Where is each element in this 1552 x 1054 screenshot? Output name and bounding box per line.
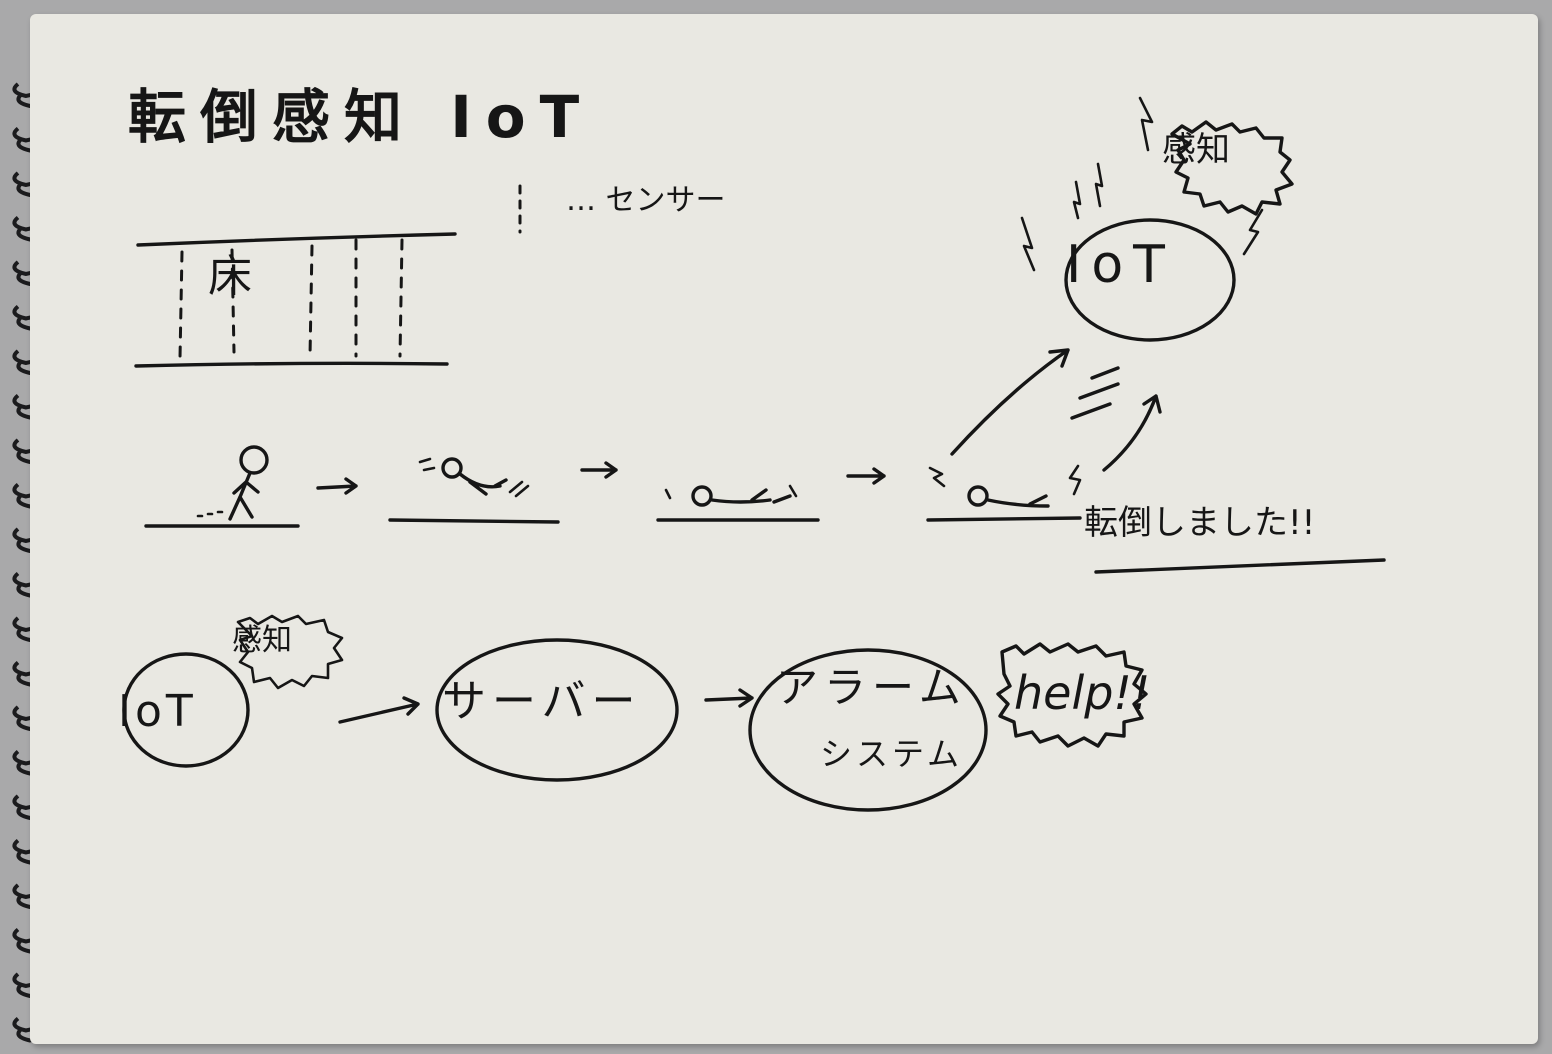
lightning-icon bbox=[1020, 216, 1036, 272]
iot-node-label: IoT bbox=[118, 686, 197, 737]
detection-burst-label: 感知 bbox=[1162, 130, 1230, 170]
motion-mark bbox=[418, 457, 530, 498]
iot-node-bubble bbox=[122, 652, 250, 768]
person-head bbox=[239, 445, 269, 475]
slip-mark bbox=[196, 510, 224, 518]
binding-ring bbox=[12, 660, 63, 687]
person-body bbox=[458, 472, 508, 496]
impact-mark bbox=[664, 484, 798, 500]
fall-detected-message: 転倒しました!! bbox=[1084, 503, 1316, 543]
floor-top-line bbox=[136, 232, 457, 247]
binding-ring bbox=[12, 705, 63, 732]
server-node-bubble bbox=[435, 638, 679, 782]
binding-ring bbox=[12, 438, 63, 465]
floor-bottom-line bbox=[134, 361, 449, 368]
person-head bbox=[441, 457, 463, 479]
binding-ring bbox=[12, 616, 63, 643]
sensor-legend-label: … センサー bbox=[566, 183, 726, 218]
binding-ring bbox=[12, 749, 63, 776]
binding-ring bbox=[12, 304, 63, 331]
floor-label: 床 bbox=[208, 251, 252, 302]
lightning-icon bbox=[1072, 162, 1104, 220]
binding-ring bbox=[12, 794, 63, 821]
sketch-drawing bbox=[122, 96, 1386, 812]
help-label: help!! bbox=[1014, 666, 1151, 720]
signal-arrow bbox=[950, 348, 1070, 456]
person-body bbox=[710, 488, 792, 504]
binding-ring bbox=[12, 838, 63, 865]
person-body bbox=[228, 471, 260, 521]
person-body bbox=[986, 494, 1050, 508]
detection-burst bbox=[1170, 120, 1294, 216]
sensor-line bbox=[398, 238, 404, 358]
binding-ring bbox=[12, 82, 63, 109]
sketch-paper: 転倒感知 IoT … センサー 床 IoT 感知 転倒しました!! IoT 感知… bbox=[30, 14, 1538, 1044]
sensor-line bbox=[178, 250, 184, 360]
flow-arrow bbox=[338, 696, 420, 724]
binding-ring bbox=[12, 571, 63, 598]
alarm-label-line2: システム bbox=[820, 735, 964, 773]
binding-ring bbox=[12, 527, 63, 554]
spiral-binding bbox=[12, 82, 63, 1043]
ground-line bbox=[388, 518, 560, 524]
arrow-right bbox=[580, 461, 618, 479]
signal-arrow bbox=[1102, 394, 1162, 472]
signal-waves bbox=[1070, 366, 1120, 420]
message-underline bbox=[1094, 558, 1386, 574]
binding-ring bbox=[12, 482, 63, 509]
iot-device-bubble bbox=[1064, 218, 1236, 342]
sensor-line bbox=[308, 244, 314, 358]
flow-arrow bbox=[704, 688, 754, 708]
sketch-title: 転倒感知 IoT bbox=[128, 83, 594, 151]
person-head bbox=[691, 485, 713, 507]
person-head bbox=[967, 485, 989, 507]
lightning-icon bbox=[1138, 96, 1154, 152]
arrow-right bbox=[316, 477, 358, 495]
lightning-icon bbox=[1068, 464, 1082, 496]
detection-burst-label: 感知 bbox=[232, 623, 292, 658]
lightning-icon bbox=[1242, 208, 1264, 256]
binding-ring bbox=[12, 972, 63, 999]
lightning-icon bbox=[928, 466, 946, 488]
detection-burst bbox=[236, 614, 344, 690]
ground-line bbox=[926, 516, 1082, 522]
arrow-right bbox=[846, 467, 886, 485]
binding-ring bbox=[12, 171, 63, 198]
help-burst bbox=[996, 642, 1148, 748]
floor-diagram bbox=[134, 232, 457, 368]
binding-ring bbox=[12, 393, 63, 420]
iot-device-label: IoT bbox=[1066, 235, 1175, 295]
binding-ring bbox=[12, 883, 63, 910]
binding-ring bbox=[12, 1016, 63, 1043]
binding-ring bbox=[12, 215, 63, 242]
alarm-node-bubble bbox=[748, 648, 988, 812]
binding-ring bbox=[12, 260, 63, 287]
alarm-label-line1: アラーム bbox=[776, 663, 967, 712]
fall-sequence bbox=[144, 445, 1082, 528]
server-label: サーバー bbox=[442, 676, 642, 727]
binding-ring bbox=[12, 126, 63, 153]
binding-ring bbox=[12, 349, 63, 376]
sensor-line bbox=[230, 248, 236, 354]
binding-ring bbox=[12, 927, 63, 954]
